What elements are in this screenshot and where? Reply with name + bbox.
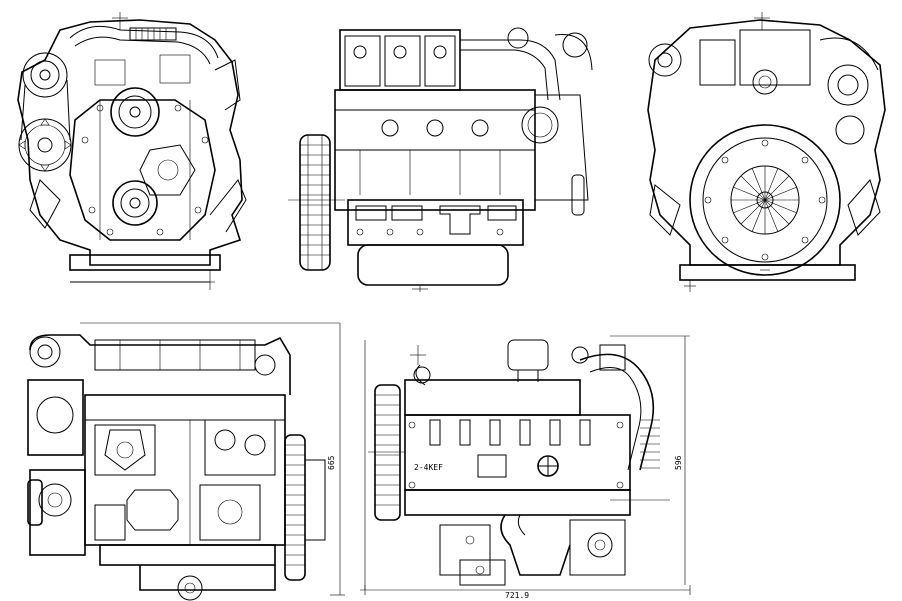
side-view-height-dimension: 665 — [327, 455, 336, 470]
top-view: 721.9 596 2-4KEF — [360, 335, 691, 600]
side-view-right: 665 — [27, 322, 345, 601]
top-view-height-dimension: 596 — [674, 455, 683, 470]
rear-view — [647, 12, 886, 292]
front-view — [17, 12, 247, 290]
top-view-width-dimension: 721.9 — [505, 591, 529, 600]
engine-model-label: 2-4KEF — [414, 463, 443, 472]
side-view-left — [288, 27, 593, 292]
